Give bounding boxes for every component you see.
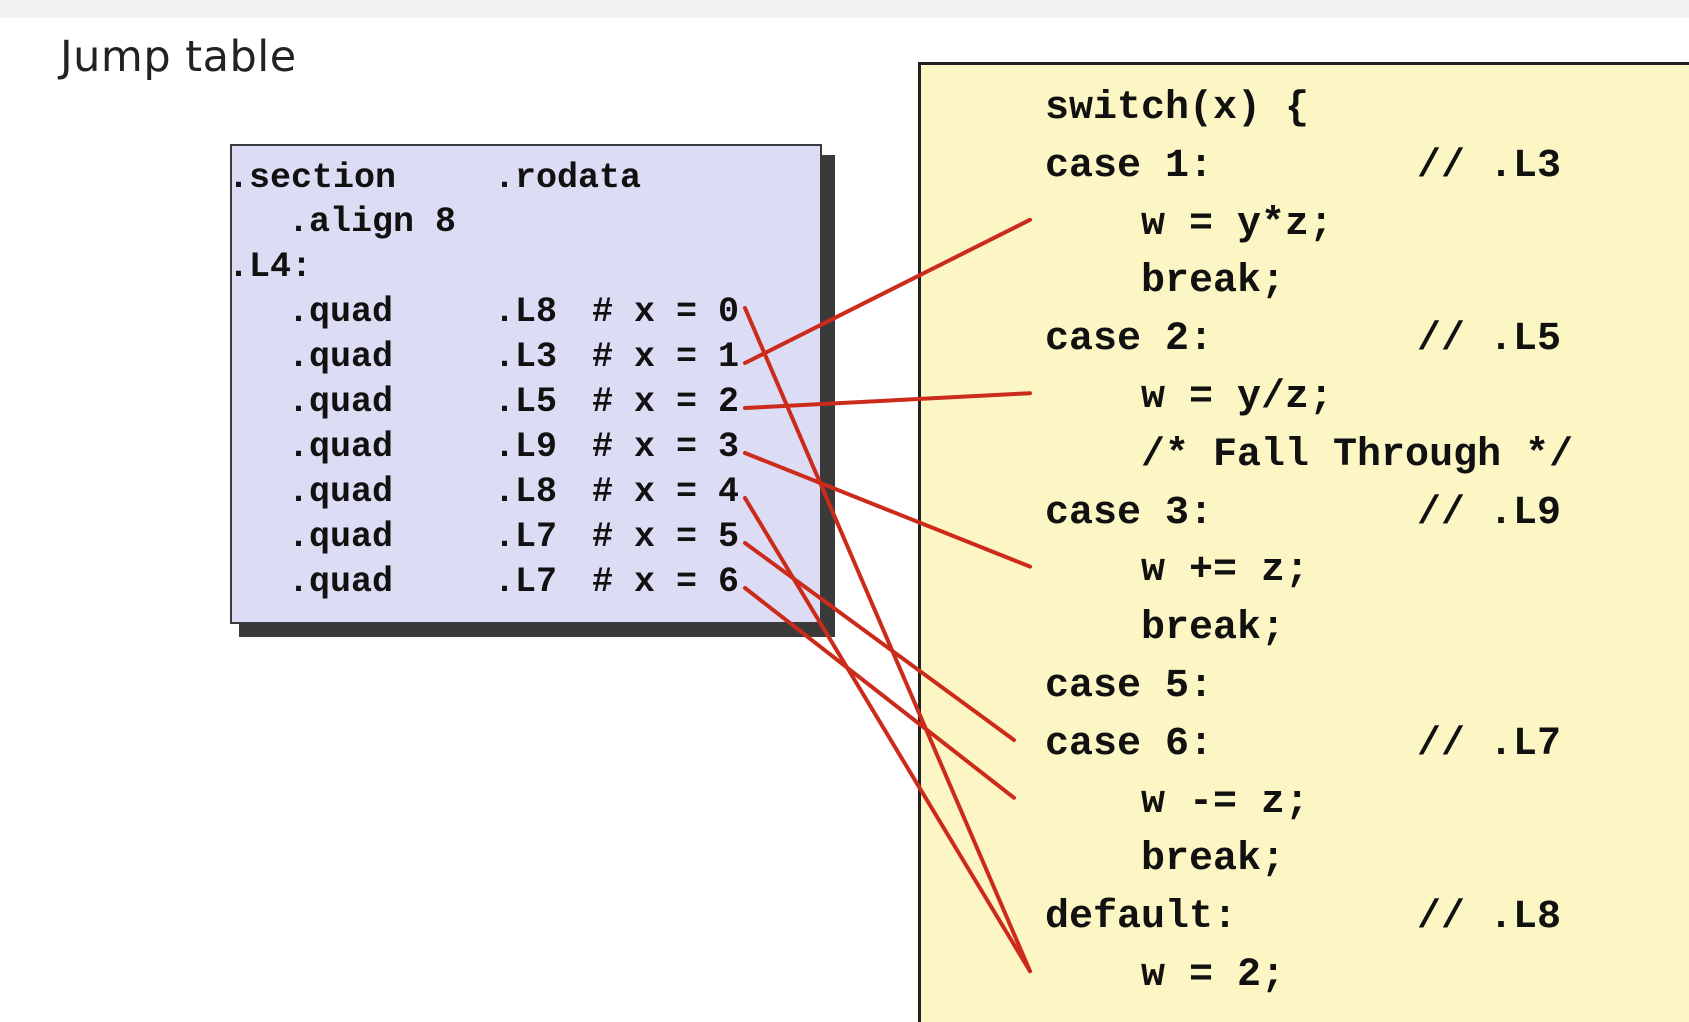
code-line: case 2: [1045, 317, 1214, 363]
align-directive: .align 8 [288, 202, 457, 242]
code-label-comment: // .L8 [1417, 895, 1562, 941]
quad-comment: # x = 2 [592, 382, 740, 422]
quad-target: .L9 [494, 427, 558, 467]
quad-comment: # x = 0 [592, 292, 740, 332]
quad-target: .L8 [494, 292, 558, 332]
quad-target: .L5 [494, 382, 558, 422]
quad-target: .L8 [494, 472, 558, 512]
quad-comment: # x = 6 [592, 562, 740, 602]
code-line: case 6: [1045, 721, 1214, 767]
code-line: case 3: [1045, 490, 1214, 536]
quad-directive: .quad [288, 292, 394, 332]
code-label-comment: // .L3 [1417, 143, 1562, 189]
code-line: case 5: [1045, 664, 1214, 709]
code-label-comment: // .L9 [1417, 490, 1562, 536]
quad-directive: .quad [288, 472, 394, 512]
jump-table-asm-box: .section .rodata .align 8 .L4: .quad .L8 #… [228, 144, 822, 624]
code-line: w = 2; [1045, 953, 1286, 998]
quad-target: .L7 [494, 517, 558, 557]
quad-directive: .quad [288, 382, 394, 422]
quad-target: .L7 [494, 562, 558, 602]
top-bar [0, 0, 1689, 18]
quad-comment: # x = 3 [592, 427, 740, 467]
quad-comment: # x = 1 [592, 337, 740, 377]
code-line: /* Fall Through */ [1045, 432, 1574, 478]
quad-directive: .quad [288, 337, 394, 377]
code-line: break; [1045, 606, 1286, 652]
code-line: break; [1045, 259, 1286, 305]
quad-directive: .quad [288, 562, 394, 602]
quad-directive: .quad [288, 427, 394, 467]
code-line: break; [1045, 837, 1286, 883]
code-line: switch(x) { [1045, 86, 1310, 131]
table-label: .L4: [228, 247, 313, 287]
code-line: w -= z; [1045, 779, 1310, 825]
section-directive: .section [228, 158, 397, 198]
code-line: w += z; [1045, 548, 1310, 594]
slide-title: Jump table [60, 32, 297, 82]
code-line: case 1: [1045, 143, 1214, 189]
code-line: w = y/z; [1045, 375, 1334, 420]
code-label-comment: // .L5 [1417, 317, 1562, 363]
switch-code-box: switch(x) { case 1: // .L3 w = y*z; break;… [918, 62, 1689, 1022]
code-label-comment: // .L7 [1417, 721, 1562, 767]
code-line: w = y*z; [1045, 201, 1334, 247]
code-line: default: [1045, 895, 1238, 941]
quad-comment: # x = 4 [592, 472, 740, 512]
quad-directive: .quad [288, 517, 394, 557]
quad-comment: # x = 5 [592, 517, 740, 557]
quad-target: .L3 [494, 337, 558, 377]
section-name: .rodata [494, 158, 642, 198]
